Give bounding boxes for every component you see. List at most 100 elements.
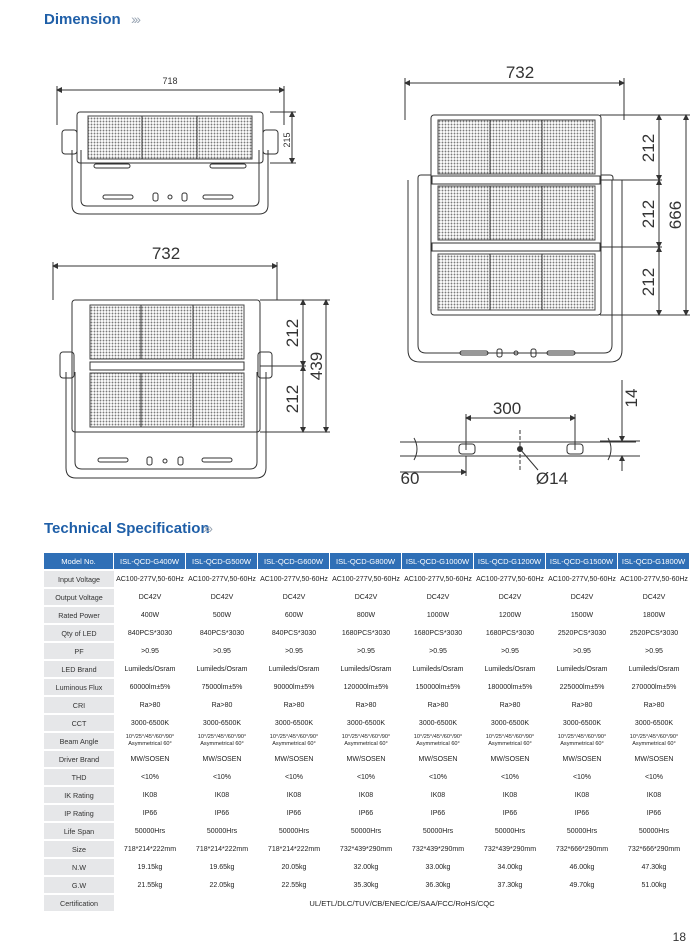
beam-angle-line: 10°/25°/45°/60°/90° (485, 734, 535, 740)
table-cell: 732*439*290mm (402, 841, 474, 857)
beam-angle-line: 10°/25°/45°/60°/90° (197, 734, 247, 740)
dim-212-a: 212 (283, 319, 302, 347)
row-label: Life Span (44, 823, 114, 839)
table-cell: AC100-277V,50-60Hz (546, 571, 618, 587)
table-cell: IK08 (546, 787, 618, 803)
table-row: PF>0.95>0.95>0.95>0.95>0.95>0.95>0.95>0.… (44, 643, 690, 659)
table-cell: 10°/25°/45°/60°/90°Asymmetrical 60° (330, 733, 402, 749)
table-cell: IP66 (618, 805, 690, 821)
table-cell: 840PCS*3030 (186, 625, 258, 641)
table-cell: 60000lm±5% (114, 679, 186, 695)
dim-60: 60 (401, 469, 420, 488)
header-label: Model No. (44, 553, 114, 569)
table-cell: 718*214*222mm (114, 841, 186, 857)
table-cell: 34.00kg (474, 859, 546, 875)
dim-732-left: 732 (152, 244, 180, 263)
dim-439: 439 (307, 352, 326, 380)
table-cell: Ra>80 (546, 697, 618, 713)
header-model: ISL-QCD-G1200W (474, 553, 546, 569)
table-cell: DC42V (186, 589, 258, 605)
table-cell: 33.00kg (402, 859, 474, 875)
table-header-row: Model No. ISL-QCD-G400W ISL-QCD-G500W IS… (44, 553, 690, 569)
table-cell: Lumileds/Osram (186, 661, 258, 677)
table-cell: <10% (618, 769, 690, 785)
table-cell: 36.30kg (402, 877, 474, 893)
table-cell: <10% (402, 769, 474, 785)
row-label: Driver Brand (44, 751, 114, 767)
table-cell: AC100-277V,50-60Hz (258, 571, 330, 587)
header-model: ISL-QCD-G1800W (618, 553, 690, 569)
beam-angle-line: Asymmetrical 60° (416, 741, 460, 747)
table-cell: 732*439*290mm (330, 841, 402, 857)
table-cell: 50000Hrs (330, 823, 402, 839)
table-cell: 1500W (546, 607, 618, 623)
dim-212-d: 212 (639, 200, 658, 228)
table-cell: IP66 (258, 805, 330, 821)
table-cell: <10% (258, 769, 330, 785)
table-cell: 19.15kg (114, 859, 186, 875)
chevron-icon: ››› (131, 11, 141, 27)
table-cell: AC100-277V,50-60Hz (618, 571, 690, 587)
table-cell: Ra>80 (618, 697, 690, 713)
beam-angle-line: Asymmetrical 60° (488, 741, 532, 747)
spec-table: Model No. ISL-QCD-G400W ISL-QCD-G500W IS… (44, 551, 690, 913)
chevron-icon: ››› (203, 520, 213, 536)
beam-angle-line: 10°/25°/45°/60°/90° (125, 734, 175, 740)
table-cell: 500W (186, 607, 258, 623)
header-model: ISL-QCD-G1500W (546, 553, 618, 569)
table-cell: IP66 (402, 805, 474, 821)
table-cell: DC42V (258, 589, 330, 605)
table-cell: 840PCS*3030 (258, 625, 330, 641)
table-cell: 600W (258, 607, 330, 623)
table-cell: 3000-6500K (474, 715, 546, 731)
table-cell: 22.05kg (186, 877, 258, 893)
table-cell: Ra>80 (402, 697, 474, 713)
row-label: THD (44, 769, 114, 785)
table-cell: 270000lm±5% (618, 679, 690, 695)
table-cell: 3000-6500K (258, 715, 330, 731)
page-number: 18 (672, 930, 686, 944)
drawing-double-panel (52, 262, 330, 479)
row-label: Luminous Flux (44, 679, 114, 695)
table-cell: DC42V (402, 589, 474, 605)
table-cell: IK08 (402, 787, 474, 803)
table-cell: 49.70kg (546, 877, 618, 893)
row-label: Output Voltage (44, 589, 114, 605)
row-label: PF (44, 643, 114, 659)
table-cell: 225000lm±5% (546, 679, 618, 695)
table-cell: 1000W (402, 607, 474, 623)
table-cell: 840PCS*3030 (114, 625, 186, 641)
table-cell: Ra>80 (186, 697, 258, 713)
table-cell: 21.55kg (114, 877, 186, 893)
table-cell: 732*666*290mm (618, 841, 690, 857)
table-cell: IK08 (186, 787, 258, 803)
table-cell: 1680PCS*3030 (402, 625, 474, 641)
table-cell: 50000Hrs (114, 823, 186, 839)
row-label: N.W (44, 859, 114, 875)
row-label: Input Voltage (44, 571, 114, 587)
table-cell: >0.95 (114, 643, 186, 659)
table-cell: MW/SOSEN (402, 751, 474, 767)
table-cell: Lumileds/Osram (114, 661, 186, 677)
table-cell: 22.55kg (258, 877, 330, 893)
table-cell: <10% (330, 769, 402, 785)
table-cell: 10°/25°/45°/60°/90°Asymmetrical 60° (114, 733, 186, 749)
table-cell: Ra>80 (474, 697, 546, 713)
dim-215: 215 (282, 132, 292, 147)
header-model: ISL-QCD-G1000W (402, 553, 474, 569)
table-cell: AC100-277V,50-60Hz (474, 571, 546, 587)
table-cell: AC100-277V,50-60Hz (114, 571, 186, 587)
